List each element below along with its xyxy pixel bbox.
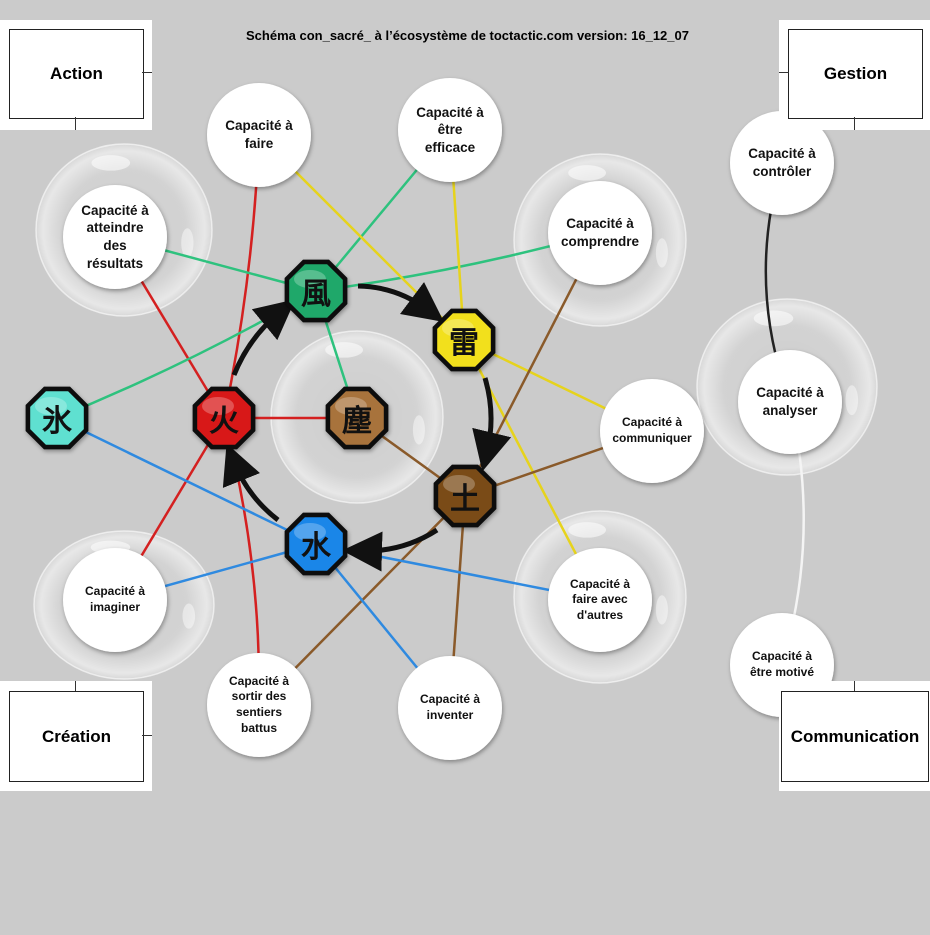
fire-element-icon bbox=[192, 386, 256, 450]
water-octagon-shine bbox=[294, 523, 326, 541]
water-octagon-fill bbox=[289, 517, 343, 571]
capacity-circle-faire-avec bbox=[548, 548, 652, 652]
wind-octagon-fill bbox=[289, 264, 343, 318]
thunder-element-icon bbox=[432, 308, 496, 372]
capacity-circle-communiquer bbox=[600, 379, 704, 483]
wind-octagon-shine bbox=[294, 270, 326, 288]
corner-box-gestion: Gestion bbox=[788, 29, 923, 119]
capacity-circle-inventer bbox=[398, 656, 502, 760]
diagram-title: Schéma con_sacré_ à l’écosystème de toct… bbox=[246, 28, 689, 43]
ice-octagon-fill bbox=[30, 391, 84, 445]
dust-element-icon bbox=[325, 386, 389, 450]
capacity-circle-efficace bbox=[398, 78, 502, 182]
connector-tick bbox=[142, 72, 152, 73]
cycle-arrow bbox=[472, 377, 512, 472]
connector-tick bbox=[854, 681, 855, 691]
capacity-circle-analyser bbox=[738, 350, 842, 454]
connector-tick bbox=[142, 735, 152, 736]
cycle-arrow bbox=[222, 443, 280, 522]
earth-octagon-shine bbox=[443, 475, 475, 493]
thunder-octagon-shine bbox=[442, 319, 474, 337]
thunder-octagon-fill bbox=[437, 313, 491, 367]
bubble-highlight bbox=[412, 415, 425, 445]
connector-tick bbox=[779, 72, 789, 73]
wind-element-icon bbox=[284, 259, 348, 323]
bubble-highlight bbox=[181, 228, 194, 258]
corner-box-communication: Communication bbox=[781, 691, 929, 782]
bubble-highlight bbox=[845, 385, 859, 416]
corner-box-creation: Création bbox=[9, 691, 144, 782]
water-element-icon bbox=[284, 512, 348, 576]
fire-octagon-shine bbox=[202, 397, 234, 415]
bubble-highlight bbox=[753, 310, 794, 327]
cycle-arrow bbox=[342, 527, 439, 572]
dust-octagon-fill bbox=[330, 391, 384, 445]
connector-tick bbox=[854, 117, 855, 130]
bubble-highlight bbox=[182, 603, 196, 629]
ice-element-icon bbox=[25, 386, 89, 450]
bubble-highlight bbox=[325, 342, 364, 358]
bubble-highlight bbox=[655, 595, 668, 625]
corner-box-action: Action bbox=[9, 29, 144, 119]
fire-octagon-fill bbox=[197, 391, 251, 445]
capacity-circle-resultats bbox=[63, 185, 167, 289]
connection-line bbox=[55, 416, 318, 546]
earth-octagon-fill bbox=[438, 469, 492, 523]
capacity-circle-comprendre bbox=[548, 181, 652, 285]
capacity-circle-faire bbox=[207, 83, 311, 187]
capacity-circle-imaginer bbox=[63, 548, 167, 652]
bubble-highlight bbox=[655, 238, 668, 268]
cycle-arrow bbox=[231, 299, 296, 376]
connector-tick bbox=[75, 681, 76, 691]
dust-octagon-shine bbox=[335, 397, 367, 415]
bubble-highlight bbox=[568, 522, 607, 538]
earth-element-icon bbox=[433, 464, 497, 528]
cycle-arrow bbox=[357, 281, 444, 323]
bubble-highlight bbox=[568, 165, 607, 181]
ice-octagon-shine bbox=[35, 397, 67, 415]
connector-tick bbox=[75, 117, 76, 130]
capacity-circle-controler bbox=[730, 111, 834, 215]
bubble-highlight bbox=[91, 155, 131, 171]
capacity-circle-sortir bbox=[207, 653, 311, 757]
